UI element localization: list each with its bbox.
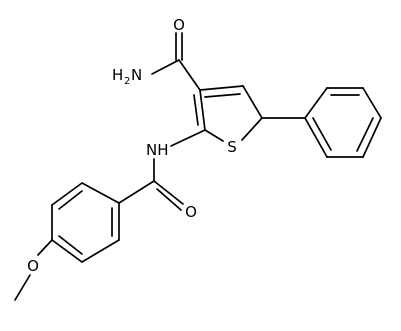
amide-linkage: NH [146,129,206,182]
amine-h-label: H [112,66,123,84]
methoxy-oxygen-label: O [27,257,39,275]
sulfur-label: S [227,138,237,156]
methoxy-group: O [14,239,53,301]
amide-nh-label: NH [146,141,169,159]
amine-n-label: N [131,66,142,84]
amide-oxygen-label: O [173,16,185,34]
phenyl-ring [261,87,382,158]
thiophene-ring: S [193,85,263,156]
methoxyphenyl-ring [51,182,120,263]
benzoyl-carbonyl: O [118,180,197,221]
carboxamide-group: O H 2 N [112,16,201,91]
amine-subscript-label: 2 [124,76,130,87]
benzoyl-oxygen-label: O [185,203,197,221]
